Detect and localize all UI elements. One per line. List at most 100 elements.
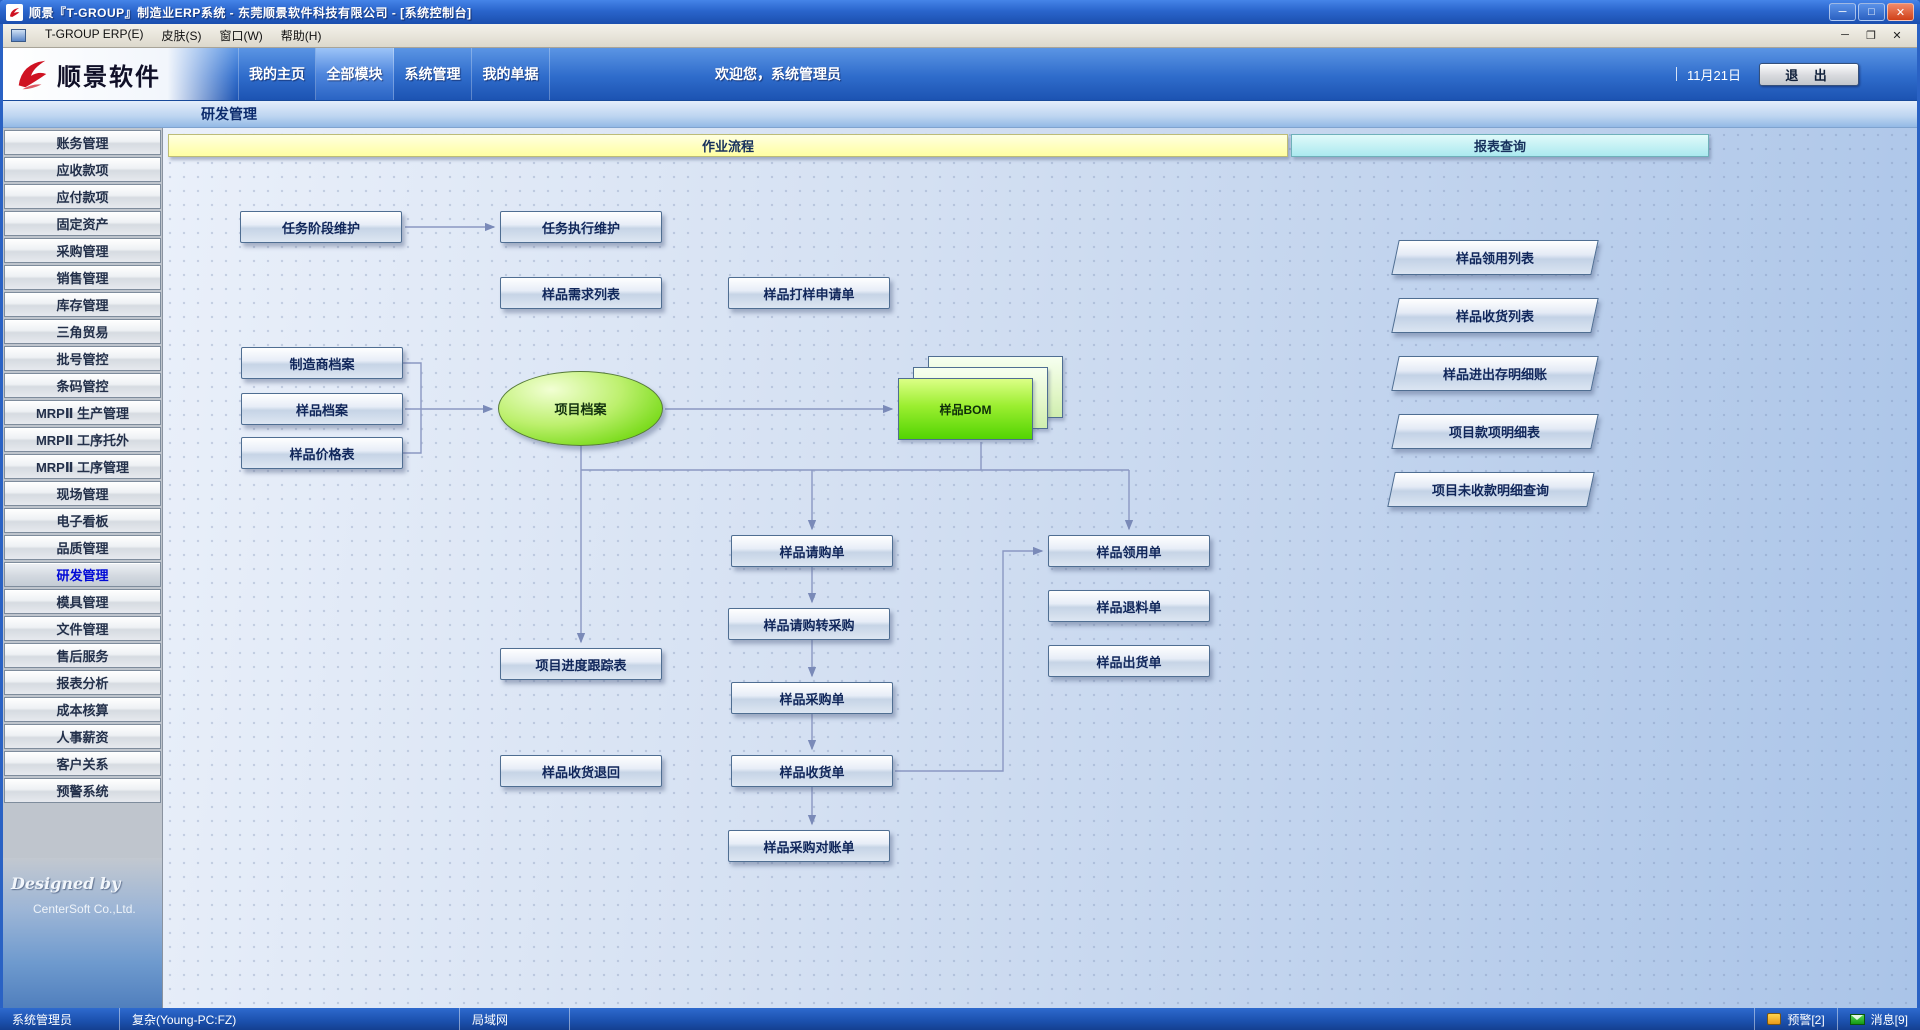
status-spacer bbox=[570, 1008, 1754, 1030]
sidebar-item[interactable]: MRPⅡ 工序管理 bbox=[4, 454, 161, 479]
sidebar-item[interactable]: 销售管理 bbox=[4, 265, 161, 290]
flow-node-receive-return[interactable]: 样品收货退回 bbox=[500, 755, 662, 787]
flow-node-task-exec-maintain[interactable]: 任务执行维护 bbox=[500, 211, 662, 243]
menubar-items: T-GROUP ERP(E) 皮肤(S) 窗口(W) 帮助(H) bbox=[36, 24, 330, 47]
mdi-restore-icon[interactable]: ❐ bbox=[1866, 30, 1876, 42]
flow-node-sample-proof-apply[interactable]: 样品打样申请单 bbox=[728, 277, 890, 309]
flow-node-sample-material-return[interactable]: 样品退料单 bbox=[1048, 590, 1210, 622]
report-button[interactable]: 项目未收款明细查询 bbox=[1387, 472, 1595, 507]
sidebar-item[interactable]: 账务管理 bbox=[4, 130, 161, 155]
flow-connectors bbox=[403, 222, 1134, 826]
report-button-label: 项目款项明细表 bbox=[1449, 425, 1541, 440]
sidebar-item[interactable]: 研发管理 bbox=[4, 562, 161, 587]
minimize-button[interactable]: ─ bbox=[1829, 3, 1856, 21]
title-bar: 顺景『T-GROUP』制造业ERP系统 - 东莞顺景软件科技有限公司 - [系统… bbox=[0, 0, 1920, 24]
menu-item[interactable]: 帮助(H) bbox=[280, 29, 322, 43]
report-button[interactable]: 样品收货列表 bbox=[1391, 298, 1599, 333]
report-button-label: 样品收货列表 bbox=[1455, 309, 1534, 324]
sidebar-item[interactable]: 客户关系 bbox=[4, 751, 161, 776]
sidebar-item[interactable]: 采购管理 bbox=[4, 238, 161, 263]
flow-node-sample-request[interactable]: 样品请购单 bbox=[731, 535, 893, 567]
sidebar-item[interactable]: 预警系统 bbox=[4, 778, 161, 803]
status-network-text: 局域网 bbox=[472, 1012, 509, 1027]
sidebar-item[interactable]: 报表分析 bbox=[4, 670, 161, 695]
welcome-text: 欢迎您，系统管理员 bbox=[715, 66, 841, 82]
exit-button[interactable]: 退 出 bbox=[1759, 62, 1859, 86]
report-button-label: 项目未收款明细查询 bbox=[1432, 483, 1550, 498]
flow-node-sample-receive[interactable]: 样品收货单 bbox=[731, 755, 893, 787]
flow-node-sample-bom[interactable]: 样品BOM bbox=[898, 356, 1063, 441]
sidebar-item[interactable]: 条码管控 bbox=[4, 373, 161, 398]
flow-node-sample-requisition[interactable]: 样品领用单 bbox=[1048, 535, 1210, 567]
flow-node-request-to-purchase[interactable]: 样品请购转采购 bbox=[728, 608, 890, 640]
header-tabs: 我的主页全部模块系统管理我的单据 bbox=[238, 48, 550, 100]
sidebar-item[interactable]: 应付款项 bbox=[4, 184, 161, 209]
flow-node-sample-shipment[interactable]: 样品出货单 bbox=[1048, 645, 1210, 677]
sidebar-item[interactable]: 人事薪资 bbox=[4, 724, 161, 749]
report-button-label: 样品进出存明细账 bbox=[1442, 367, 1547, 382]
sidebar-item[interactable]: 品质管理 bbox=[4, 535, 161, 560]
connector-line bbox=[403, 409, 422, 454]
status-machine: 复杂(Young-PC:FZ) bbox=[120, 1008, 460, 1030]
content: 账务管理应收款项应付款项固定资产采购管理销售管理库存管理三角贸易批号管控条码管控… bbox=[3, 128, 1917, 1008]
status-user: 系统管理员 bbox=[0, 1008, 120, 1030]
sidebar-item[interactable]: 现场管理 bbox=[4, 481, 161, 506]
sidebar-item[interactable]: 成本核算 bbox=[4, 697, 161, 722]
sidebar-item[interactable]: 文件管理 bbox=[4, 616, 161, 641]
flow-node-sample-archive[interactable]: 样品档案 bbox=[241, 393, 403, 425]
logo-text: 顺景软件 bbox=[57, 63, 161, 91]
status-machine-text: 复杂(Young-PC:FZ) bbox=[132, 1012, 237, 1027]
mdi-close-icon[interactable]: ✕ bbox=[1892, 30, 1902, 42]
report-button[interactable]: 样品领用列表 bbox=[1391, 240, 1599, 275]
mdi-minimize-icon[interactable]: ─ bbox=[1841, 29, 1849, 41]
flow-node-project-archive[interactable]: 项目档案 bbox=[498, 371, 663, 446]
status-messages-text: 消息[9] bbox=[1870, 1012, 1908, 1027]
header-tab[interactable]: 系统管理 bbox=[394, 48, 472, 100]
status-bar: 系统管理员 复杂(Young-PC:FZ) 局域网 预警[2] 消息[9] bbox=[0, 1008, 1920, 1030]
header-tab[interactable]: 全部模块 bbox=[316, 48, 394, 100]
date-separator bbox=[1676, 67, 1678, 81]
sidebar-item[interactable]: 批号管控 bbox=[4, 346, 161, 371]
alert-icon bbox=[1767, 1013, 1782, 1025]
connector-line bbox=[403, 362, 422, 409]
maximize-button[interactable]: □ bbox=[1858, 3, 1885, 21]
report-button[interactable]: 样品进出存明细账 bbox=[1391, 356, 1599, 391]
sidebar-item[interactable]: 售后服务 bbox=[4, 643, 161, 668]
report-button-label: 样品领用列表 bbox=[1455, 251, 1534, 266]
flow-node-project-progress[interactable]: 项目进度跟踪表 bbox=[500, 648, 662, 680]
sidebar-item[interactable]: 应收款项 bbox=[4, 157, 161, 182]
menu-item[interactable]: 皮肤(S) bbox=[161, 29, 202, 43]
menu-item[interactable]: T-GROUP ERP(E) bbox=[45, 27, 144, 41]
sidebar-list: 账务管理应收款项应付款项固定资产采购管理销售管理库存管理三角贸易批号管控条码管控… bbox=[3, 130, 162, 805]
logo-mark-icon bbox=[9, 7, 20, 17]
status-alerts[interactable]: 预警[2] bbox=[1754, 1008, 1836, 1030]
connector-line bbox=[895, 546, 1044, 772]
flow-node-purchase-reconcile[interactable]: 样品采购对账单 bbox=[728, 830, 890, 862]
sidebar-item[interactable]: 电子看板 bbox=[4, 508, 161, 533]
flow-node-task-stage-maintain[interactable]: 任务阶段维护 bbox=[240, 211, 402, 243]
sub-header: 研发管理 bbox=[3, 100, 1917, 128]
sidebar-item[interactable]: 固定资产 bbox=[4, 211, 161, 236]
sidebar-item[interactable]: MRPⅡ 生产管理 bbox=[4, 400, 161, 425]
report-button[interactable]: 项目款项明细表 bbox=[1391, 414, 1599, 449]
status-messages[interactable]: 消息[9] bbox=[1836, 1008, 1920, 1030]
flow-node-sample-demand-list[interactable]: 样品需求列表 bbox=[500, 277, 662, 309]
flow-node-manufacturer-archive[interactable]: 制造商档案 bbox=[241, 347, 403, 379]
sidebar-item[interactable]: 三角贸易 bbox=[4, 319, 161, 344]
close-button[interactable]: ✕ bbox=[1887, 3, 1914, 21]
menu-bar: T-GROUP ERP(E) 皮肤(S) 窗口(W) 帮助(H) ─ ❐ ✕ bbox=[3, 24, 1917, 48]
menu-item[interactable]: 窗口(W) bbox=[219, 29, 263, 43]
sidebar-item[interactable]: MRPⅡ 工序托外 bbox=[4, 427, 161, 452]
flow-node-sample-price-list[interactable]: 样品价格表 bbox=[241, 437, 403, 469]
company-name-text: CenterSoft Co.,Ltd. bbox=[33, 902, 136, 916]
company-logo-icon bbox=[18, 60, 47, 90]
header-tab[interactable]: 我的单据 bbox=[472, 48, 550, 100]
sidebar-item[interactable]: 模具管理 bbox=[4, 589, 161, 614]
status-user-text: 系统管理员 bbox=[12, 1012, 73, 1027]
sidebar-item[interactable]: 库存管理 bbox=[4, 292, 161, 317]
module-title: 研发管理 bbox=[201, 106, 257, 122]
header-tab[interactable]: 我的主页 bbox=[238, 48, 316, 100]
flow-node-sample-purchase[interactable]: 样品采购单 bbox=[731, 682, 893, 714]
app-header: 顺景软件 我的主页全部模块系统管理我的单据 欢迎您，系统管理员 11月21日 退… bbox=[3, 48, 1917, 100]
